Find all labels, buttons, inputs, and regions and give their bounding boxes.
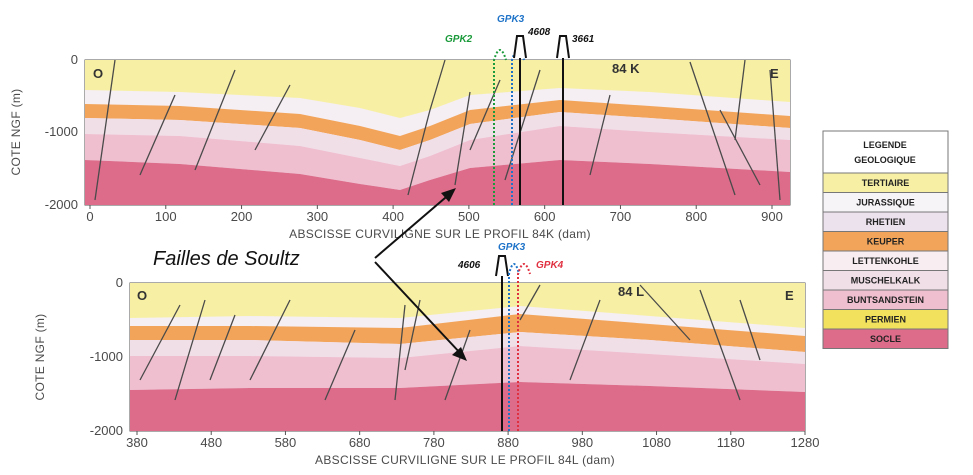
- fault-annotation: Failles de Soultz: [153, 188, 467, 361]
- x-tick-label: 1180: [717, 435, 745, 450]
- bottom-ylabel: COTE NGF (m): [33, 314, 47, 401]
- x-tick-label: 0: [86, 209, 93, 224]
- legend-title-line2: GEOLOGIQUE: [854, 155, 916, 165]
- bottom-profile-label: 84 L: [618, 284, 644, 299]
- top-west-label: O: [93, 66, 103, 81]
- bottom-layer-muschelkalk: [130, 332, 805, 364]
- legend-item-label: PERMIEN: [865, 315, 906, 325]
- legend-item-label: RHETIEN: [866, 217, 906, 227]
- well-3661-marker: [556, 35, 570, 59]
- x-tick-label: 480: [200, 435, 222, 450]
- top-ytick: -1000: [45, 124, 78, 139]
- well-gpk3-trace: [508, 263, 520, 431]
- bottom-layer-buntsandstein: [130, 346, 805, 392]
- well-label-gpk4: GPK4: [536, 260, 564, 271]
- top-layer-keuper: [85, 100, 790, 150]
- legend: LEGENDE GEOLOGIQUE TERTIAIRE JURASSIQUE RH…: [822, 130, 949, 349]
- bottom-layer-socle: [130, 382, 805, 431]
- x-tick-label: 780: [423, 435, 445, 450]
- top-wells: [493, 35, 570, 205]
- top-layer-buntsandstein: [85, 126, 790, 190]
- bottom-ytick: 0: [116, 275, 123, 290]
- well-label-4606: 4606: [457, 260, 481, 271]
- legend-swatch: [822, 328, 949, 349]
- well-label-3661: 3661: [572, 34, 595, 45]
- legend-item-label: LETTENKOHLE: [852, 256, 919, 266]
- well-label-4608: 4608: [527, 27, 551, 38]
- x-tick-label: 900: [761, 209, 783, 224]
- legend-item-label: BUNTSANDSTEIN: [847, 295, 924, 305]
- x-tick-label: 580: [275, 435, 297, 450]
- legend-item-label: SOCLE: [870, 334, 901, 344]
- bottom-section: 4606 GPK3 GPK4 O E 84 L 0 -1000 -2000 CO…: [33, 242, 819, 467]
- bottom-ytick: -1000: [90, 349, 123, 364]
- top-profile-label: 84 K: [612, 61, 640, 76]
- top-xticks: 0 100 200 300 400 500 600 700 800 900: [86, 205, 783, 224]
- top-layer-muschelkalk: [85, 112, 790, 166]
- bottom-layer-keuper: [130, 314, 805, 352]
- annotation-text: Failles de Soultz: [153, 248, 300, 270]
- x-tick-label: 500: [458, 209, 480, 224]
- well-gpk2-trace: [493, 49, 507, 205]
- top-ytick: 0: [71, 52, 78, 67]
- x-tick-label: 700: [610, 209, 632, 224]
- bottom-wells: [495, 255, 531, 431]
- well-label-gpk3: GPK3: [497, 14, 525, 25]
- top-section: GPK2 GPK3 4608 3661 O E 84 K 0 -1000 -20…: [9, 14, 791, 241]
- legend-item-label: JURASSIQUE: [856, 198, 915, 208]
- x-tick-label: 1080: [642, 435, 671, 450]
- bottom-xticks: 380 480 580 680 780 880 980 1080 1180 1280: [126, 431, 819, 450]
- top-xlabel: ABSCISSE CURVILIGNE SUR LE PROFIL 84K (d…: [289, 227, 591, 241]
- x-tick-label: 200: [231, 209, 253, 224]
- well-4606-marker: [495, 255, 509, 277]
- top-layer-socle: [85, 160, 790, 205]
- legend-item-label: MUSCHELKALK: [851, 276, 921, 286]
- x-tick-label: 980: [571, 435, 593, 450]
- well-4608-marker: [513, 35, 527, 59]
- x-tick-label: 1280: [791, 435, 820, 450]
- x-tick-label: 300: [306, 209, 328, 224]
- bottom-ytick: -2000: [90, 423, 123, 438]
- arrow-up-head: [441, 188, 456, 202]
- bottom-xlabel: ABSCISSE CURVILIGNE SUR LE PROFIL 84L (d…: [315, 453, 615, 467]
- x-tick-label: 600: [534, 209, 556, 224]
- well-label-gpk2: GPK2: [445, 34, 473, 45]
- x-tick-label: 100: [155, 209, 177, 224]
- top-east-label: E: [770, 66, 779, 81]
- legend-item-label: TERTIAIRE: [862, 178, 910, 188]
- legend-title-line1: LEGENDE: [863, 140, 907, 150]
- x-tick-label: 400: [382, 209, 404, 224]
- arrow-down-head: [452, 347, 467, 361]
- x-tick-label: 800: [685, 209, 707, 224]
- x-tick-label: 880: [497, 435, 519, 450]
- bottom-faults: [139, 284, 761, 401]
- bottom-west-label: O: [137, 288, 147, 303]
- well-label-gpk3: GPK3: [498, 242, 526, 253]
- x-tick-label: 680: [349, 435, 371, 450]
- top-faults: [94, 59, 781, 201]
- arrow-down-line: [374, 261, 463, 356]
- legend-title-box: [822, 130, 949, 174]
- arrow-up-line: [374, 191, 453, 259]
- top-ytick: -2000: [45, 197, 78, 212]
- well-gpk4-trace: [517, 263, 531, 431]
- legend-item-label: KEUPER: [867, 237, 905, 247]
- top-ylabel: COTE NGF (m): [9, 89, 23, 176]
- x-tick-label: 380: [126, 435, 148, 450]
- bottom-east-label: E: [785, 288, 794, 303]
